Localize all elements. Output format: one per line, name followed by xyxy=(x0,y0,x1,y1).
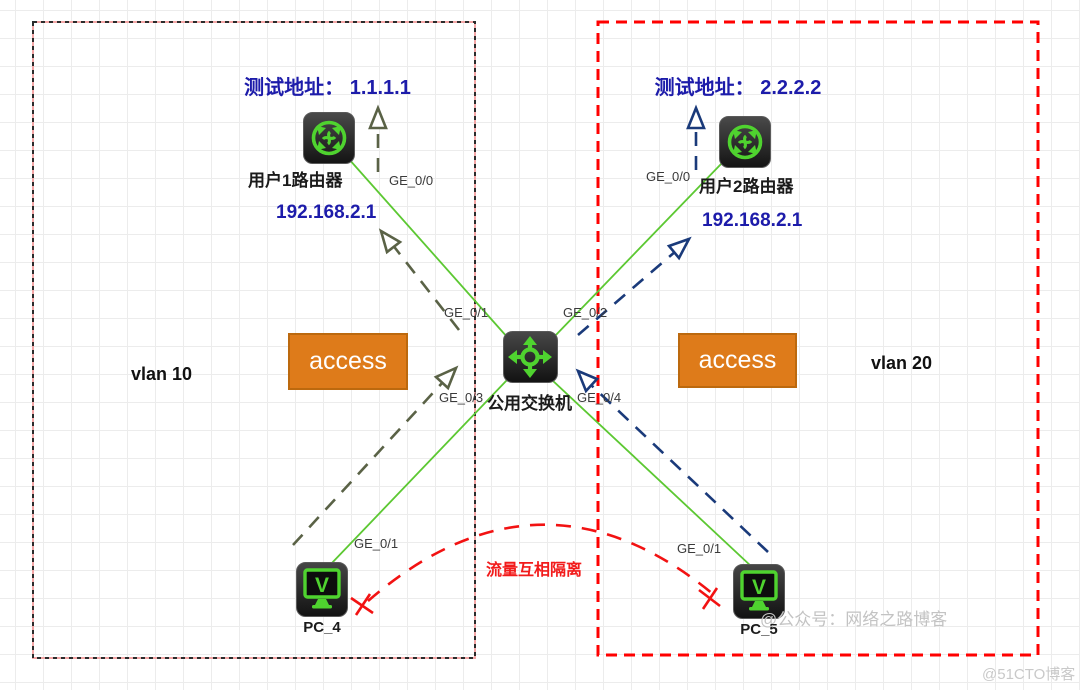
isolation-note: 流量互相隔离 xyxy=(486,562,583,579)
vlan10-boundary-base xyxy=(32,21,476,659)
access-mode-badge-right: access xyxy=(678,333,797,388)
switch-label: 公用交换机 xyxy=(487,394,572,413)
svg-text:V: V xyxy=(315,574,329,597)
switch-port3-label: GE_0/3 xyxy=(439,390,484,405)
pc4-icon[interactable]: V xyxy=(296,562,348,622)
router1-wan-port-label: GE_0/0 xyxy=(389,173,434,188)
vlan10-label: vlan 10 xyxy=(131,364,193,384)
router2-icon[interactable] xyxy=(719,116,771,173)
switch-port2-label: GE_0/2 xyxy=(563,305,608,320)
isolation-arc xyxy=(350,523,721,616)
link-switch-pc5 xyxy=(551,379,753,568)
router2-label: 用户2路由器 xyxy=(699,177,794,196)
pc5-port-label: GE_0/1 xyxy=(677,541,722,556)
crossed-arrows-router-icon xyxy=(719,116,771,168)
svg-text:V: V xyxy=(752,576,766,599)
crossed-arrows-router-icon xyxy=(303,112,355,164)
blog-watermark: @51CTO博客 xyxy=(982,666,1076,683)
vlan20-boundary xyxy=(596,20,1040,657)
wechat-watermark: @公众号：网络之路博客 xyxy=(760,610,948,629)
pc4-port-label: GE_0/1 xyxy=(354,536,399,551)
monitor-v-pc-icon: V xyxy=(296,562,348,617)
traffic-flow-vlan10 xyxy=(292,104,461,546)
monitor-v-pc-icon: V xyxy=(733,564,785,619)
switch-port1-label: GE_0/1 xyxy=(444,305,489,320)
vlan10-boundary xyxy=(32,21,476,659)
vlan20-label: vlan 20 xyxy=(871,353,933,373)
router2-wan-port-label: GE_0/0 xyxy=(646,169,691,184)
test-address-right: 测试地址： 2.2.2.2 xyxy=(654,77,822,99)
traffic-flow-vlan20 xyxy=(575,104,769,553)
pc4-label: PC_4 xyxy=(303,619,341,636)
switch-icon[interactable] xyxy=(503,331,558,388)
pc5-icon[interactable]: V xyxy=(733,564,785,624)
pc5-label: PC_5 xyxy=(740,621,778,638)
four-way-arrows-switch-icon xyxy=(503,331,558,383)
link-router2-switch xyxy=(552,162,723,339)
router2-lan-ip: 192.168.2.1 xyxy=(702,210,803,231)
router1-icon[interactable] xyxy=(303,112,355,169)
access-mode-badge-left: access xyxy=(288,333,408,390)
router1-label: 用户1路由器 xyxy=(248,171,343,190)
router1-lan-ip: 192.168.2.1 xyxy=(276,202,377,223)
link-router1-switch xyxy=(347,157,509,339)
test-address-left: 测试地址： 1.1.1.1 xyxy=(244,77,411,99)
switch-port4-label: GE_0/4 xyxy=(577,390,622,405)
link-switch-pc4 xyxy=(329,379,508,566)
